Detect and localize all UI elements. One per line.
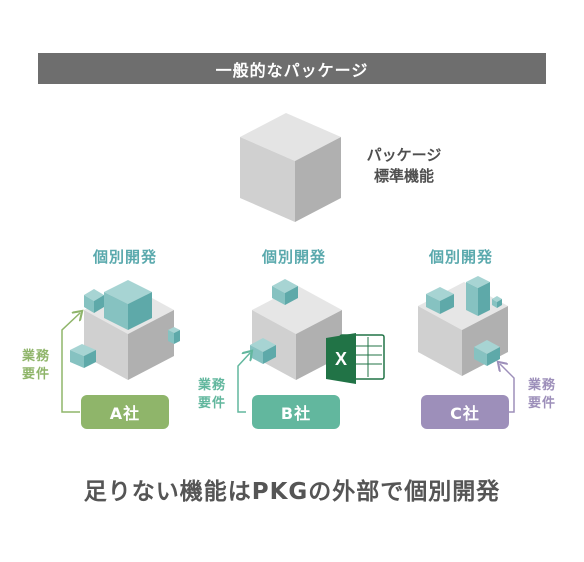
business-requirements-b-line2: 要件 xyxy=(197,396,226,411)
business-requirements-a: 業務 要件 xyxy=(16,348,56,384)
custom-dev-heading-a: 個別開発 xyxy=(92,248,157,266)
company-a-badge: A社 xyxy=(81,395,169,429)
company-a-cube xyxy=(70,280,180,380)
excel-icon: X xyxy=(326,333,385,384)
excel-icon-letter: X xyxy=(335,349,347,369)
business-requirements-c-line1: 業務 xyxy=(527,378,556,393)
business-requirements-a-line2: 要件 xyxy=(21,367,50,382)
business-requirements-c: 業務 要件 xyxy=(522,377,562,413)
custom-dev-heading-b: 個別開発 xyxy=(261,248,326,266)
bottom-caption: 足りない機能はPKGの外部で個別開発 xyxy=(83,479,501,505)
package-standard-label: パッケージ 標準機能 xyxy=(358,145,450,187)
company-b-label: B社 xyxy=(280,404,312,423)
package-standard-cube xyxy=(240,113,341,222)
arrow-b xyxy=(237,353,250,413)
business-requirements-b-line1: 業務 xyxy=(197,378,226,393)
title-banner-text: 一般的なパッケージ xyxy=(215,60,369,80)
company-b-badge: B社 xyxy=(252,395,340,429)
company-c-cube xyxy=(418,276,508,376)
package-label-line2: 標準機能 xyxy=(373,167,434,185)
business-requirements-b: 業務 要件 xyxy=(192,377,232,413)
custom-dev-heading-c: 個別開発 xyxy=(428,248,493,266)
business-requirements-c-line2: 要件 xyxy=(527,396,556,411)
title-banner: 一般的なパッケージ xyxy=(38,53,546,84)
company-b-cube xyxy=(250,279,342,380)
company-c-badge: C社 xyxy=(421,395,509,429)
arrow-a xyxy=(61,313,80,413)
company-a-label: A社 xyxy=(109,404,141,423)
business-requirements-a-line1: 業務 xyxy=(21,349,50,364)
package-label-line1: パッケージ xyxy=(366,146,442,164)
company-c-label: C社 xyxy=(450,404,480,423)
